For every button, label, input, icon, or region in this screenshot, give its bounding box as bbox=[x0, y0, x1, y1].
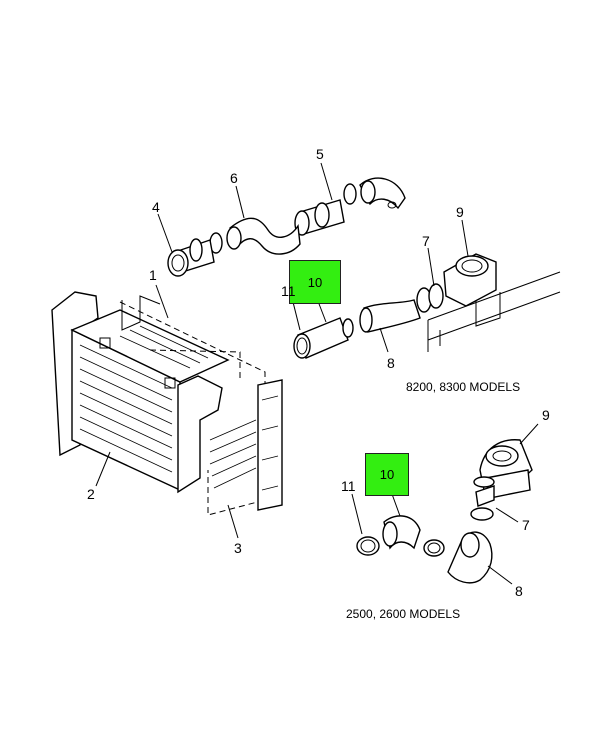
part-10-highlight-upper[interactable]: 10 bbox=[289, 260, 341, 304]
callout-2: 2 bbox=[87, 486, 95, 502]
callout-9-upper: 9 bbox=[456, 204, 464, 220]
upper-right-assembly bbox=[291, 219, 561, 359]
part-10-highlight-lower[interactable]: 10 bbox=[365, 453, 409, 496]
intercooler-assembly bbox=[51, 284, 283, 539]
callout-10-lower: 10 bbox=[379, 467, 395, 482]
callout-7-lower: 7 bbox=[522, 517, 530, 533]
callout-6: 6 bbox=[230, 170, 238, 186]
callout-8-lower: 8 bbox=[515, 583, 523, 599]
callout-5: 5 bbox=[316, 146, 324, 162]
callout-7-upper: 7 bbox=[422, 233, 430, 249]
lower-hose-assembly bbox=[351, 423, 539, 585]
upper-hose-assembly bbox=[157, 162, 406, 277]
caption-lower-models: 2500, 2600 MODELS bbox=[346, 607, 461, 621]
callout-8-upper: 8 bbox=[387, 355, 395, 371]
callout-9-lower: 9 bbox=[542, 407, 550, 423]
callout-4: 4 bbox=[152, 199, 160, 215]
callout-10-upper: 10 bbox=[307, 274, 323, 290]
caption-upper-models: 8200, 8300 MODELS bbox=[406, 380, 521, 394]
callout-1: 1 bbox=[149, 267, 157, 283]
callout-11-lower: 11 bbox=[341, 478, 356, 494]
callout-3: 3 bbox=[234, 540, 242, 556]
callout-11-upper: 11 bbox=[281, 283, 296, 299]
